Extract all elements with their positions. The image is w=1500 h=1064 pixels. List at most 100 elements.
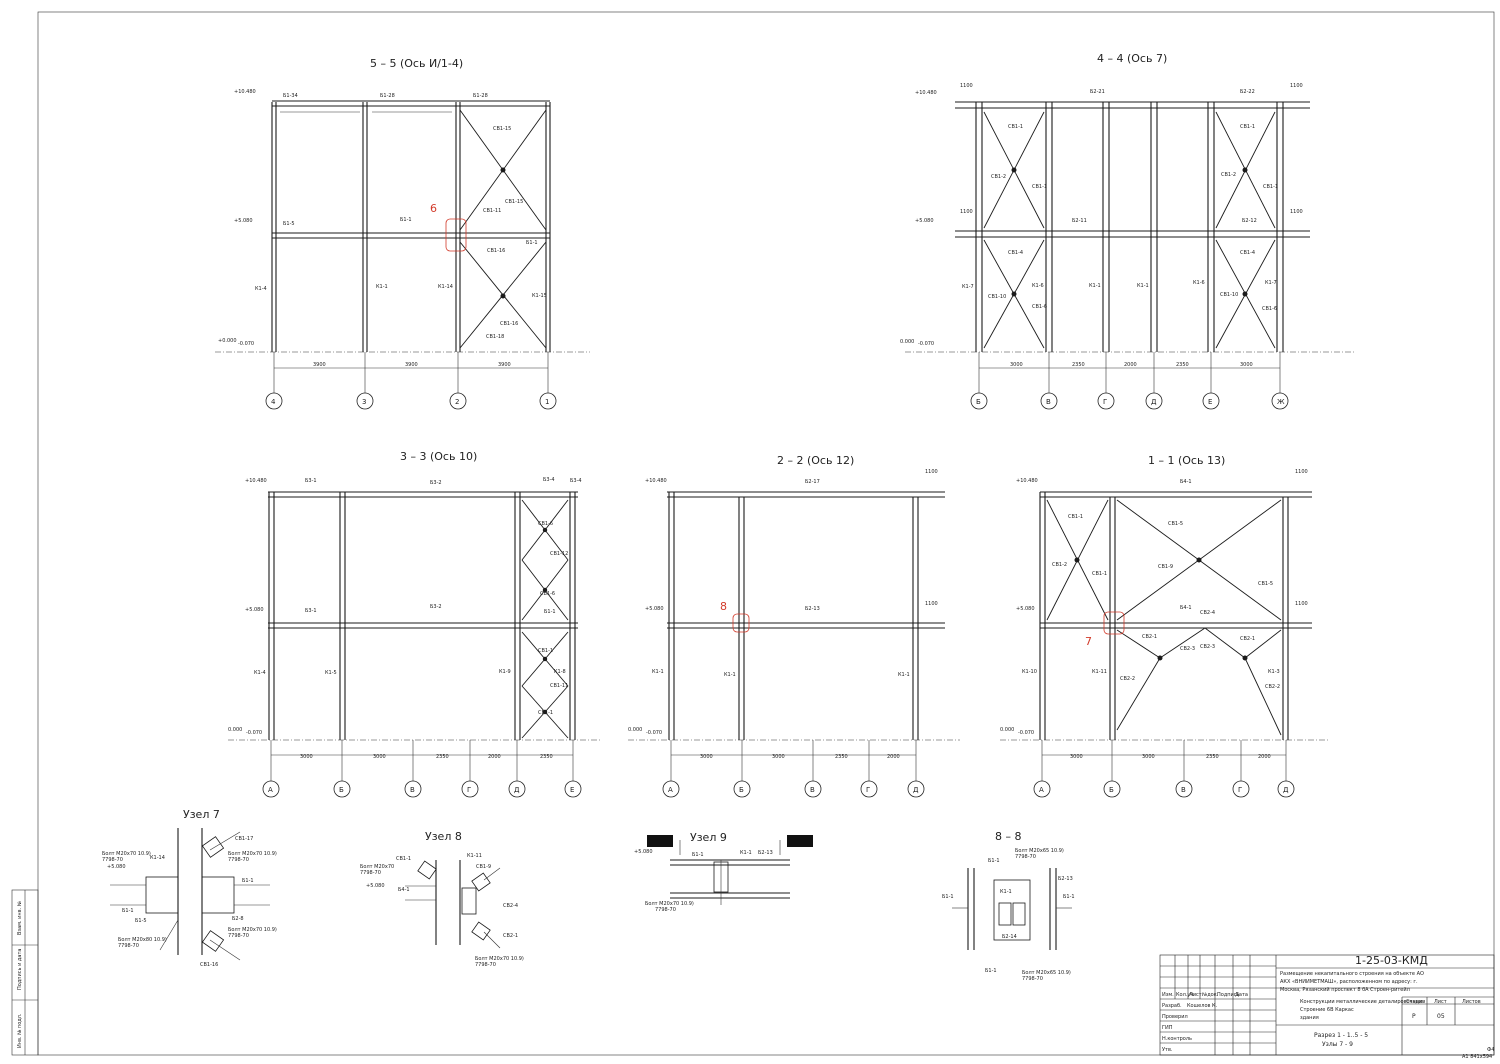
svg-text:3900: 3900 — [313, 362, 326, 368]
svg-text:Б3-4: Б3-4 — [570, 478, 582, 484]
svg-text:Б2-13: Б2-13 — [758, 850, 773, 856]
svg-text:СВ1-1: СВ1-1 — [1068, 514, 1083, 520]
svg-text:Б2-21: Б2-21 — [1090, 89, 1105, 95]
svg-text:-0.070: -0.070 — [238, 341, 254, 347]
svg-text:7798-70: 7798-70 — [228, 933, 249, 939]
svg-text:Б4-1: Б4-1 — [1180, 605, 1192, 611]
svg-text:СВ1-16: СВ1-16 — [200, 962, 218, 968]
section-4-4: 4 – 4 (Ось 7) 3000 2350 2000 2350 3000 Б… — [900, 52, 1355, 410]
svg-text:СВ1-16: СВ1-16 — [487, 248, 505, 254]
svg-text:Б1-34: Б1-34 — [283, 93, 298, 99]
svg-text:1 – 1 (Ось 13): 1 – 1 (Ось 13) — [1148, 454, 1225, 467]
svg-text:А: А — [1039, 786, 1044, 794]
svg-text:Б2-13: Б2-13 — [805, 606, 820, 612]
svg-text:СВ2-4: СВ2-4 — [1200, 610, 1215, 616]
svg-text:СВ1-1: СВ1-1 — [396, 856, 411, 862]
svg-text:В: В — [410, 786, 415, 794]
svg-text:В: В — [1046, 398, 1051, 406]
section-5-5: 5 – 5 (Ось И/1-4) 6 3900 3900 3900 4 3 2… — [215, 57, 590, 410]
svg-text:Болт М20х70 10.9): Болт М20х70 10.9) — [475, 956, 524, 962]
svg-text:СВ1-1: СВ1-1 — [538, 648, 553, 654]
svg-text:Стадия: Стадия — [1406, 999, 1425, 1005]
svg-text:Б3-4: Б3-4 — [543, 477, 555, 483]
svg-text:К1-1: К1-1 — [1137, 283, 1149, 289]
svg-text:А: А — [668, 786, 673, 794]
svg-text:3000: 3000 — [1010, 362, 1023, 368]
svg-text:СВ1-1: СВ1-1 — [1008, 124, 1023, 130]
svg-text:К1-1: К1-1 — [724, 672, 736, 678]
svg-text:здания: здания — [1300, 1015, 1319, 1021]
svg-text:СВ1-4: СВ1-4 — [1240, 250, 1255, 256]
svg-text:+10.480: +10.480 — [645, 478, 667, 484]
sheet-frame — [37, 11, 1495, 1056]
svg-text:Б3-2: Б3-2 — [430, 604, 442, 610]
svg-text:К1-14: К1-14 — [438, 284, 453, 290]
svg-text:Б1-1: Б1-1 — [526, 240, 538, 246]
svg-text:1100: 1100 — [960, 83, 973, 89]
svg-text:К1-10: К1-10 — [1022, 669, 1037, 675]
svg-text:СВ2-3: СВ2-3 — [1200, 644, 1215, 650]
svg-text:1100: 1100 — [925, 469, 938, 475]
svg-text:2000: 2000 — [488, 754, 501, 760]
svg-text:Д: Д — [514, 786, 520, 794]
svg-text:СВ1-17: СВ1-17 — [235, 836, 253, 842]
svg-text:К1-15: К1-15 — [532, 293, 547, 299]
svg-text:Конструкции металлические дета: Конструкции металлические деталировочные… — [1300, 999, 1425, 1005]
svg-text:Изм.: Изм. — [1162, 992, 1174, 998]
stamp-desc: Размещение некапитального строения на об… — [1280, 971, 1424, 977]
svg-text:К1-1: К1-1 — [898, 672, 910, 678]
svg-text:СВ1-1: СВ1-1 — [538, 710, 553, 716]
svg-text:+5.080: +5.080 — [245, 607, 264, 613]
detail-node-7: Узел 7 Болт М20х70 10.9) 7798-70 Болт М2… — [102, 808, 277, 968]
svg-text:Болт М20х70: Болт М20х70 — [360, 864, 394, 870]
svg-text:Разрез 1 - 1..5 - 5: Разрез 1 - 1..5 - 5 — [1314, 1032, 1368, 1039]
svg-text:Б1-28: Б1-28 — [380, 93, 395, 99]
svg-text:Б3-1: Б3-1 — [305, 608, 317, 614]
callout-7: 7 — [1085, 635, 1092, 648]
section-marker — [647, 835, 673, 847]
svg-text:Д: Д — [913, 786, 919, 794]
svg-text:Г: Г — [467, 786, 471, 794]
svg-text:2000: 2000 — [887, 754, 900, 760]
drawing-code: 1-25-03-КМД — [1355, 954, 1428, 967]
svg-text:СВ1-6: СВ1-6 — [540, 591, 555, 597]
svg-text:Москва, Рязанский проспект 8 б: Москва, Рязанский проспект 8 бА Строен-р… — [1280, 986, 1410, 993]
svg-text:3 – 3 (Ось 10): 3 – 3 (Ось 10) — [400, 450, 477, 463]
svg-text:СВ1-16: СВ1-16 — [500, 321, 518, 327]
svg-text:3000: 3000 — [772, 754, 785, 760]
svg-text:3000: 3000 — [1070, 754, 1083, 760]
svg-text:СВ1-12: СВ1-12 — [550, 551, 568, 557]
svg-text:2350: 2350 — [1206, 754, 1219, 760]
svg-text:+5.080: +5.080 — [634, 849, 653, 855]
svg-text:2 – 2 (Ось 12): 2 – 2 (Ось 12) — [777, 454, 854, 467]
svg-text:0.000: 0.000 — [1000, 727, 1014, 733]
svg-text:7798-70: 7798-70 — [1015, 854, 1036, 860]
svg-text:ГИП: ГИП — [1162, 1025, 1173, 1031]
svg-text:К1-1: К1-1 — [376, 284, 388, 290]
svg-text:7798-70: 7798-70 — [655, 907, 676, 913]
svg-text:05: 05 — [1437, 1013, 1445, 1020]
svg-text:1100: 1100 — [1290, 83, 1303, 89]
svg-text:СВ1-5: СВ1-5 — [1258, 581, 1273, 587]
callout-6: 6 — [430, 202, 437, 215]
sidebar-orig: Инв. № подл. — [17, 1013, 23, 1048]
section-marker — [787, 835, 813, 847]
stamp-desc-1: Размещение некапитального строения на об… — [1280, 971, 1424, 977]
svg-text:1100: 1100 — [960, 209, 973, 215]
title-block: 1-25-03-КМД Размещение некапитального ст… — [1159, 954, 1495, 1056]
svg-text:Е: Е — [570, 786, 574, 794]
svg-text:СВ2-2: СВ2-2 — [1120, 676, 1135, 682]
section-title: 5 – 5 (Ось И/1-4) — [370, 57, 463, 70]
svg-text:СВ1-6: СВ1-6 — [538, 521, 553, 527]
svg-text:-0.070: -0.070 — [918, 341, 934, 347]
svg-text:7798-70: 7798-70 — [228, 857, 249, 863]
svg-text:СВ1-1: СВ1-1 — [1032, 184, 1047, 190]
svg-text:3000: 3000 — [373, 754, 386, 760]
svg-text:Ж: Ж — [1277, 398, 1285, 406]
svg-text:0.000: 0.000 — [628, 727, 642, 733]
svg-text:Строение 6В Каркас: Строение 6В Каркас — [1300, 1007, 1354, 1013]
svg-text:Б2-13: Б2-13 — [1058, 876, 1073, 882]
svg-text:Проверил: Проверил — [1162, 1014, 1188, 1020]
svg-text:1100: 1100 — [925, 601, 938, 607]
svg-text:Г: Г — [866, 786, 870, 794]
